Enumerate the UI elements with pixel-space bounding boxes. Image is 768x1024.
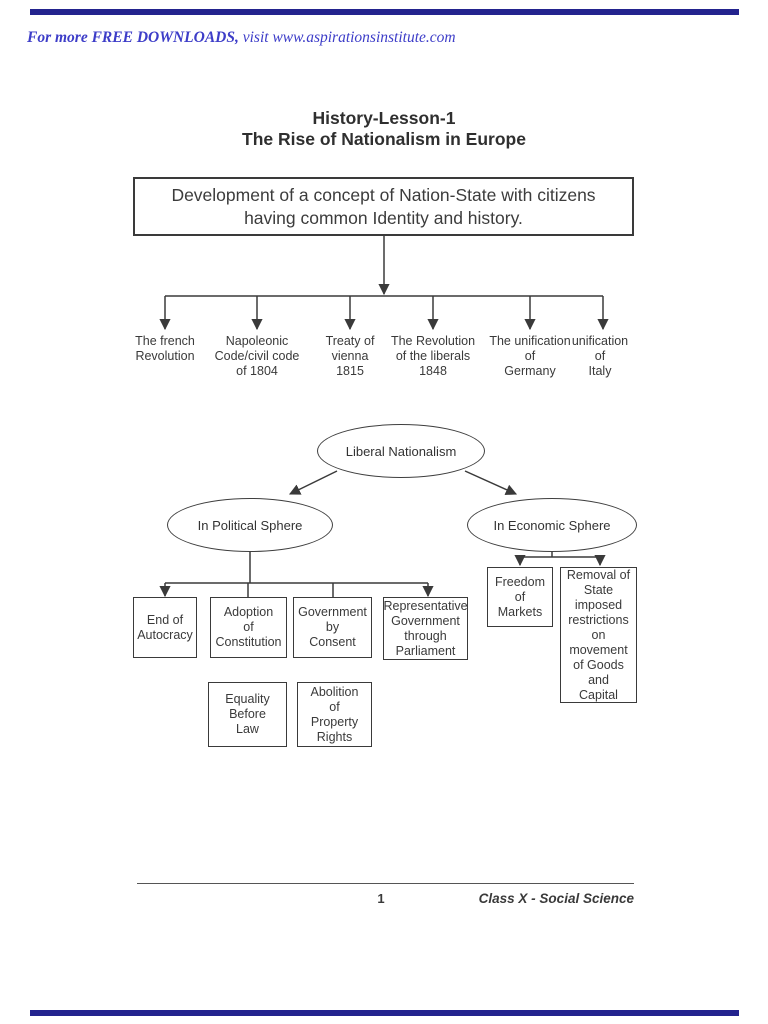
node-political-sphere-label: In Political Sphere bbox=[197, 517, 303, 533]
node-liberal-nationalism-label: Liberal Nationalism bbox=[345, 443, 457, 459]
footer-divider bbox=[137, 883, 634, 884]
box-adoption-of-constitution: Adoption of Constitution bbox=[210, 597, 287, 658]
connector-liberal-economic bbox=[464, 470, 518, 495]
node-economic-sphere: In Economic Sphere bbox=[467, 498, 637, 552]
connector-liberal-political bbox=[288, 470, 338, 495]
cause-unification-germany: The unification of Germany bbox=[489, 334, 571, 378]
concept-box-text: Development of a concept of Nation-State… bbox=[171, 184, 596, 228]
footer-course-label: Class X - Social Science bbox=[478, 891, 634, 906]
cause-treaty-of-vienna: Treaty of vienna 1815 bbox=[325, 334, 375, 378]
box-removal-of-restrictions: Removal of State imposed restrictions on… bbox=[560, 567, 637, 703]
box-representative-government: Representative Government through Parlia… bbox=[383, 597, 468, 660]
cause-napoleonic-code: Napoleonic Code/civil code of 1804 bbox=[214, 334, 300, 378]
concept-box: Development of a concept of Nation-State… bbox=[133, 177, 634, 236]
box-end-of-autocracy: End of Autocracy bbox=[133, 597, 197, 658]
promo-text: For more FREE DOWNLOADS, visit www.aspir… bbox=[27, 29, 627, 47]
node-political-sphere: In Political Sphere bbox=[167, 498, 333, 552]
top-rule-bar bbox=[30, 9, 739, 15]
node-economic-sphere-label: In Economic Sphere bbox=[493, 517, 611, 533]
cause-french-revolution: The french Revolution bbox=[135, 334, 195, 363]
box-freedom-of-markets: Freedom of Markets bbox=[487, 567, 553, 627]
page-number: 1 bbox=[377, 891, 385, 906]
page-title-line2: The Rise of Nationalism in Europe bbox=[242, 129, 526, 149]
box-abolition-property-rights: Abolition of Property Rights bbox=[297, 682, 372, 747]
cause-revolution-liberals: The Revolution of the liberals 1848 bbox=[390, 334, 476, 378]
cause-unification-italy: unification of Italy bbox=[571, 334, 629, 378]
promo-text-url: visit www.aspirationsinstitute.com bbox=[238, 29, 456, 46]
page-title-line1: History-Lesson-1 bbox=[312, 108, 456, 128]
page-title: History-Lesson-1 The Rise of Nationalism… bbox=[0, 108, 768, 150]
box-equality-before-law: Equality Before Law bbox=[208, 682, 287, 747]
bottom-rule-bar bbox=[30, 1010, 739, 1016]
promo-text-bold: For more FREE DOWNLOADS, bbox=[27, 29, 239, 46]
box-government-by-consent: Government by Consent bbox=[293, 597, 372, 658]
node-liberal-nationalism: Liberal Nationalism bbox=[317, 424, 485, 478]
